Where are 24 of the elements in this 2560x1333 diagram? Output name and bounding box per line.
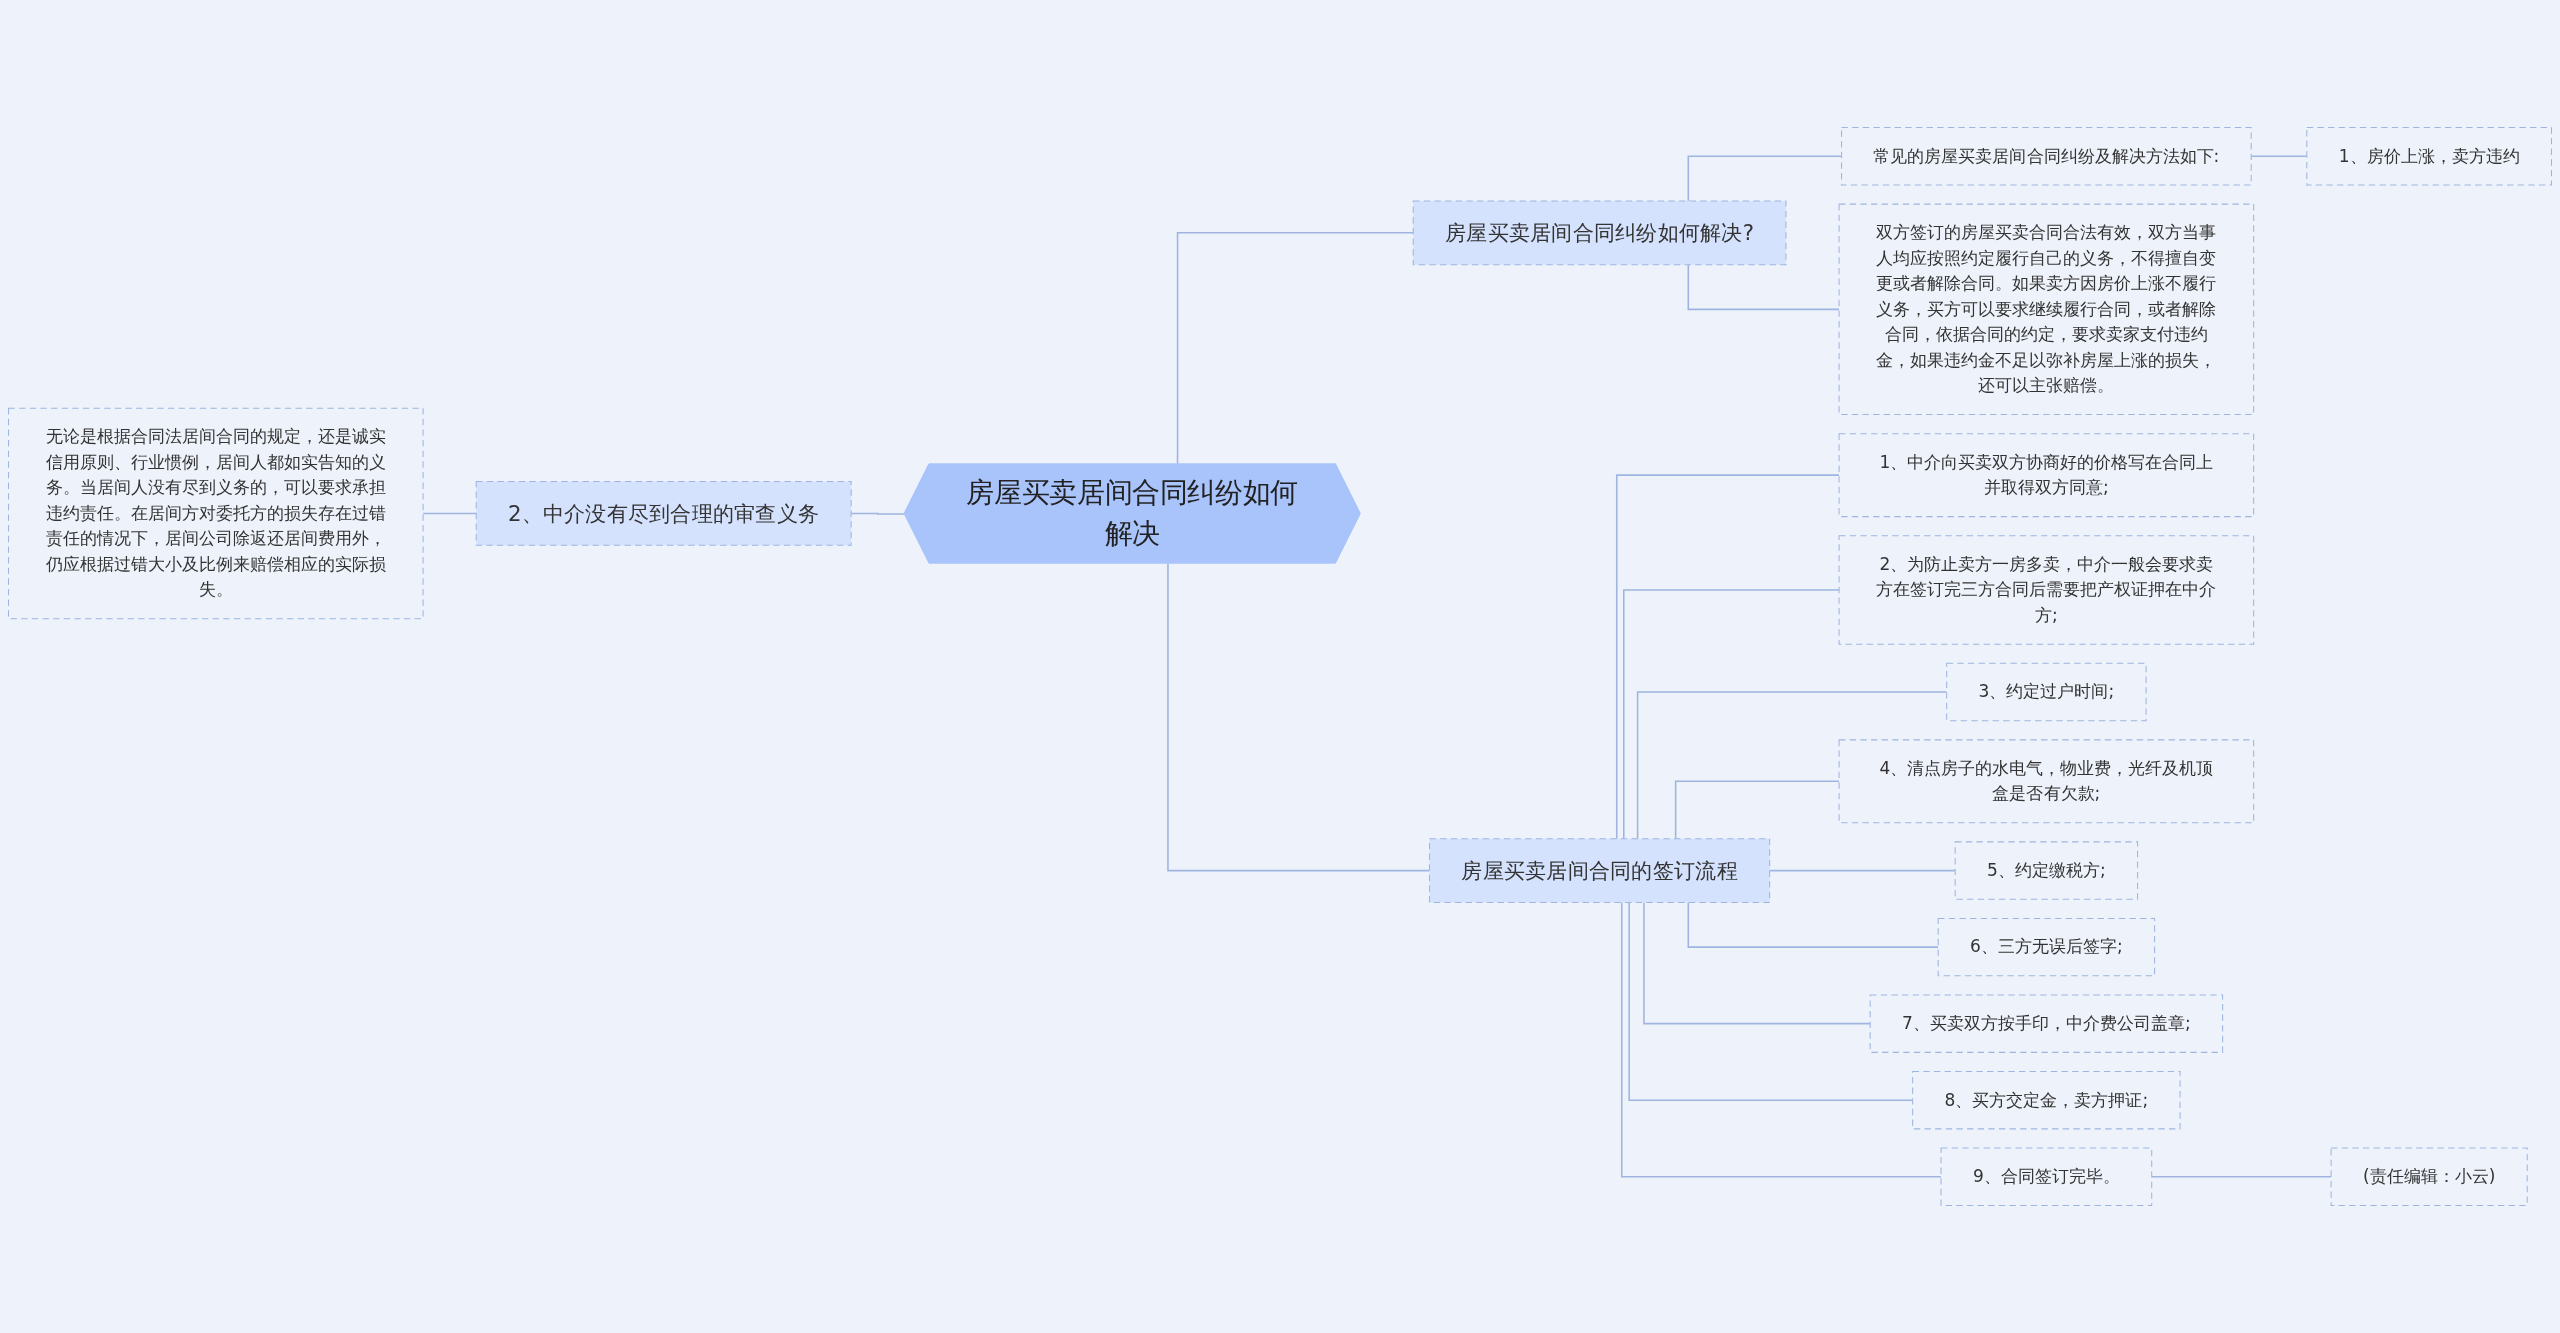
- node-box: 常见的房屋买卖居间合同纠纷及解决方法如下:: [1841, 127, 2252, 186]
- node-box: 6、三方无误后签字;: [1937, 917, 2156, 977]
- connector: [1674, 780, 1840, 840]
- connector: [1615, 474, 1840, 840]
- node-box: 4、清点房子的水电气，物业费，光纤及机顶盒是否有欠款;: [1838, 739, 2255, 824]
- connector: [1687, 263, 1840, 311]
- node-box: 无论是根据合同法居间合同的规定，还是诚实信用原则、行业惯例，居间人都如实告知的义务。当居间人没有尽到义务的，可以要求承担违约责任。在居间方对委托方的损失存在过错责任的情况下，居间公司除返还居间费用外，仍应根据过错大小及比例来赔偿相应的实际损失。: [7, 407, 424, 620]
- connector: [1643, 901, 1871, 1025]
- node-box: 房屋买卖居间合同的签订流程: [1429, 838, 1771, 903]
- node-box: 7、买卖双方按手印，中介费公司盖章;: [1869, 994, 2224, 1053]
- node-box: (责任编辑：小云): [2330, 1147, 2528, 1206]
- node-box: 8、买方交定金，卖方押证;: [1912, 1070, 2181, 1130]
- node-box: 9、合同签订完毕。: [1940, 1147, 2153, 1206]
- node-box: 1、房价上涨，卖方违约: [2306, 127, 2553, 186]
- connector: [1623, 589, 1840, 840]
- node-box: 3、约定过户时间;: [1946, 662, 2147, 722]
- node-box: 房屋买卖居间合同纠纷如何解决?: [1412, 200, 1787, 266]
- node-box: 2、中介没有尽到合理的审查义务: [475, 481, 852, 546]
- connector: [1620, 901, 1942, 1178]
- node-box: 5、约定缴税方;: [1954, 841, 2139, 900]
- node-box: 1、中介向买卖双方协商好的价格写在合同上并取得双方同意;: [1838, 433, 2255, 518]
- node-box: 双方签订的房屋买卖合同合法有效，双方当事人均应按照约定履行自己的义务，不得擅自变更或者解除合同。如果卖方因房价上涨不履行义务，买方可以要求继续履行合同，或者解除合同，依据合同的约定，要求卖家支付违约金，如果违约金不足以弥补房屋上涨的损失，还可以主张赔偿。: [1838, 203, 2255, 416]
- node-box: 2、为防止卖方一房多卖，中介一般会要求卖方在签订完三方合同后需要把产权证押在中介方;: [1838, 535, 2255, 645]
- connector: [1687, 901, 1939, 948]
